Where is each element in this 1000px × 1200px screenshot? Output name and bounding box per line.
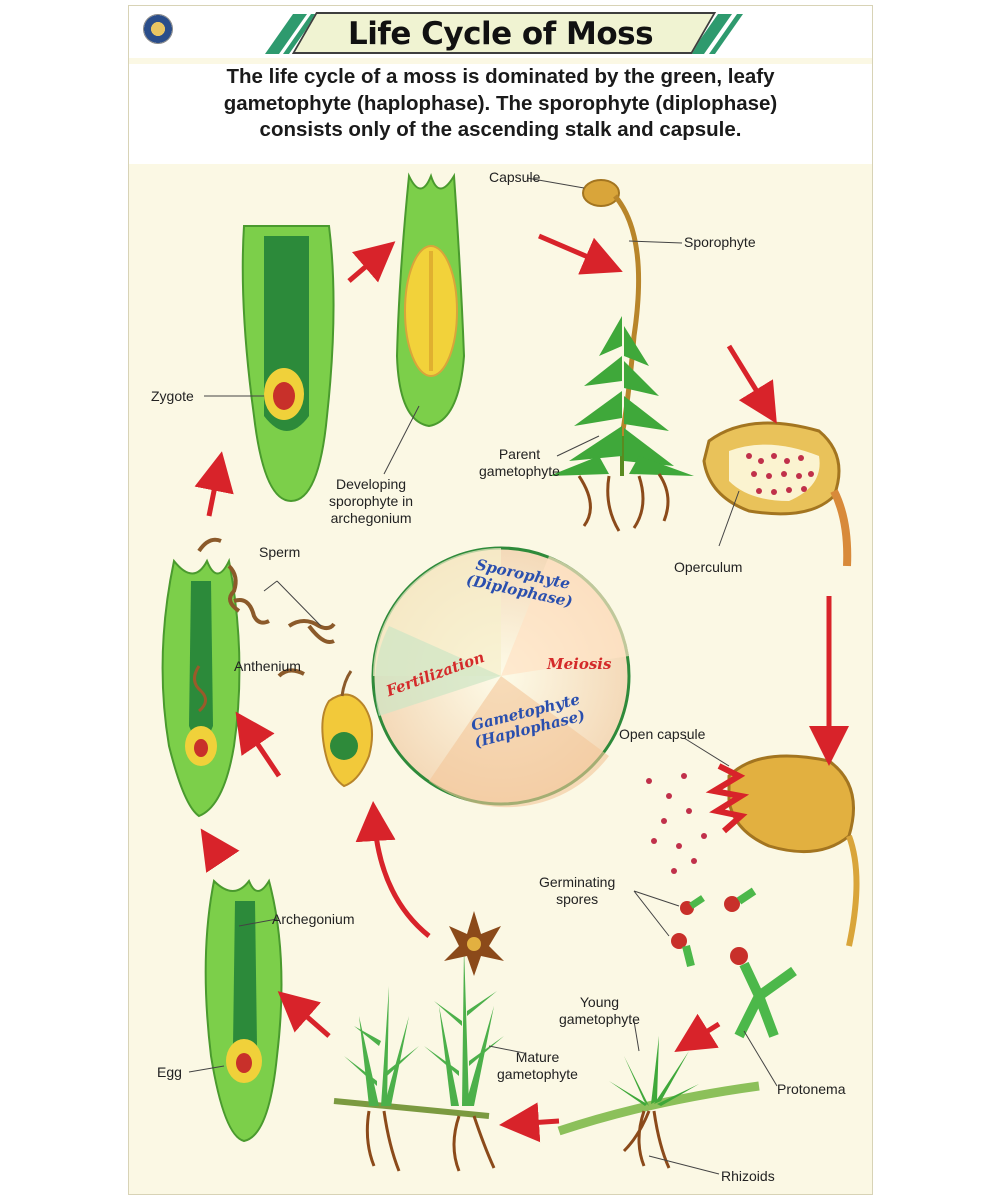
- intro-line: consists only of the ascending stalk and…: [259, 118, 742, 141]
- mature-gametophytes: [333, 911, 504, 1172]
- label-operculum: Operculum: [674, 559, 743, 575]
- label-mature-gametophyte: Mature gametophyte: [497, 1049, 578, 1083]
- label-rhizoids: Rhizoids: [721, 1168, 775, 1184]
- sperm-cells: [197, 537, 336, 678]
- life-cycle-diagram: Capsule Sporophyte Zygote Developing spo…: [129, 156, 872, 1194]
- label-sperm: Sperm: [259, 544, 301, 560]
- publisher-logo: [143, 14, 173, 44]
- label-young-line: gametophyte: [559, 1011, 640, 1027]
- label-parent-line: Parent: [498, 446, 541, 462]
- label-developing-line: Developing: [336, 476, 407, 492]
- label-parent-line: gametophyte: [479, 463, 560, 479]
- label-mature-line: Mature: [515, 1049, 560, 1065]
- label-archegonium: Archegonium: [272, 911, 355, 927]
- cycle-arrows: [194, 233, 849, 1143]
- label-germinating-line: spores: [556, 891, 599, 907]
- germinating-spores: [671, 887, 797, 1039]
- antheridium: [321, 670, 374, 788]
- label-open-capsule: Open capsule: [619, 726, 706, 742]
- open-capsule: [646, 754, 860, 947]
- sporophyte-plant: [549, 179, 694, 532]
- label-parent-gametophyte: Parent gametophyte: [479, 446, 560, 480]
- label-egg: Egg: [157, 1064, 182, 1080]
- developing-sporophyte: [395, 172, 466, 428]
- fertilization-archegonium: [161, 557, 241, 818]
- diagram-artwork: [161, 172, 860, 1175]
- young-gametophyte: [557, 1036, 760, 1169]
- intro-line: gametophyte (haplophase). The sporophyte…: [223, 91, 778, 115]
- capsule-section: [702, 421, 852, 567]
- label-capsule: Capsule: [489, 169, 541, 185]
- poster: Life Cycle of Moss The life cycle of a m…: [128, 5, 873, 1195]
- zygote-archegonium: [241, 225, 335, 503]
- label-mature-line: gametophyte: [497, 1066, 578, 1082]
- label-germinating-line: Germinating: [539, 874, 616, 890]
- label-young-gametophyte: Young gametophyte: [559, 994, 640, 1028]
- label-germinating-spores: Germinating spores: [539, 874, 615, 908]
- label-young-line: Young: [579, 994, 620, 1010]
- label-antheridium: Anthenium: [234, 658, 301, 674]
- label-sporophyte: Sporophyte: [684, 234, 756, 250]
- label-developing: Developing sporophyte in archegonium: [329, 476, 413, 527]
- archegonium-egg: [204, 878, 283, 1143]
- label-developing-line: sporophyte in: [329, 493, 414, 509]
- circle-meiosis-label: Meiosis: [547, 655, 612, 673]
- phase-circle: [371, 546, 631, 808]
- intro-line: The life cycle of a moss is dominated by…: [226, 65, 775, 88]
- header: Life Cycle of Moss: [129, 6, 872, 58]
- label-zygote: Zygote: [151, 388, 194, 404]
- page-title: Life Cycle of Moss: [347, 16, 654, 52]
- intro-text: The life cycle of a moss is dominated by…: [129, 64, 872, 164]
- label-developing-line: archegonium: [330, 510, 412, 526]
- label-protonema: Protonema: [777, 1081, 846, 1097]
- leader-lines: [188, 177, 778, 1175]
